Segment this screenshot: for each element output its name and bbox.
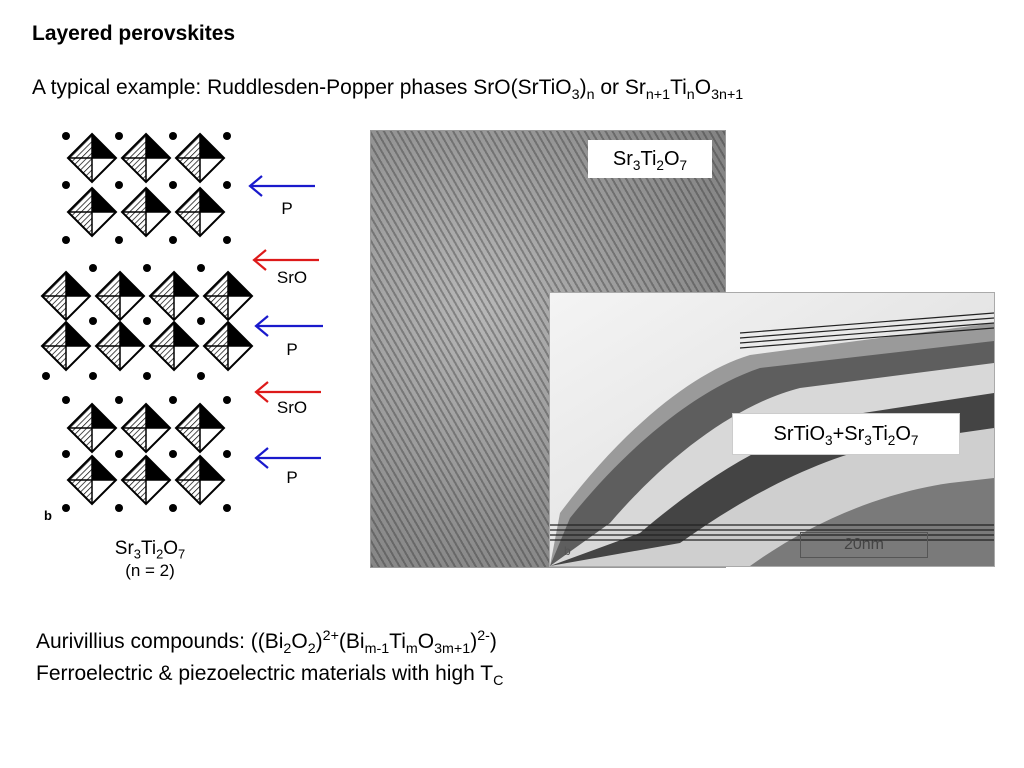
subtitle-sub: n+1: [645, 86, 671, 103]
text-part: ): [470, 630, 478, 653]
arrow-sro-2: [254, 381, 321, 403]
formula-part: O: [663, 148, 680, 170]
formula-part: Sr: [612, 148, 633, 170]
tem-panel-letter: b: [564, 544, 571, 558]
text-part: ): [489, 630, 497, 653]
formula-sub: 3: [864, 432, 872, 448]
scale-bar: 20nm: [800, 532, 928, 558]
subtitle-sub: n: [586, 86, 595, 103]
text-part: Ferroelectric & piezoelectric materials …: [36, 662, 494, 685]
text-sub: 3m+1: [434, 640, 471, 657]
perovskite-block-bottom: [62, 396, 231, 512]
subtitle-text: ): [579, 76, 587, 99]
formula-sub: 7: [679, 157, 688, 173]
aurivillius-line: Aurivillius compounds: ((Bi2O2)2+(Bim-1T…: [36, 628, 497, 657]
layer-label-p: P: [281, 199, 293, 218]
formula-part: O: [895, 423, 911, 445]
formula-part: Ti: [640, 148, 657, 170]
structure-caption: Sr3Ti2O7 (n = 2): [90, 538, 210, 582]
layer-label-p: P: [286, 340, 298, 359]
crystal-structure-figure: b: [41, 132, 253, 523]
text-sub: 2: [283, 640, 292, 657]
structure-formula: Sr3Ti2O7: [90, 538, 210, 560]
text-part: ): [315, 630, 323, 653]
subtitle-sub: 3: [571, 86, 580, 103]
layer-label-sro: SrO: [276, 268, 308, 287]
text-part: (Bi: [338, 630, 365, 653]
perovskite-block-top: [62, 132, 231, 244]
text-part: O: [291, 630, 308, 653]
text-sub: m-1: [364, 640, 390, 657]
text-sup: 2+: [322, 628, 339, 645]
arrow-p-2: [254, 315, 323, 337]
formula-sub: 2: [656, 157, 664, 173]
formula-part: Sr: [114, 538, 134, 559]
text-part: Ti: [389, 630, 406, 653]
slide-subtitle: A typical example: Ruddlesden-Popper pha…: [32, 76, 744, 103]
arrow-p-1: [248, 175, 315, 197]
arrow-p-3: [254, 447, 321, 469]
text-part: Aurivillius compounds: ((Bi: [36, 630, 284, 653]
structure-panel-letter: b: [44, 508, 52, 523]
formula-part: Ti: [140, 538, 157, 559]
structure-n-value: (n = 2): [125, 561, 175, 580]
text-sub: 2: [307, 640, 316, 657]
formula-part: SrTiO: [773, 423, 826, 445]
subtitle-text: O: [694, 76, 712, 99]
formula-part: O: [163, 538, 179, 559]
subtitle-text: A typical example: Ruddlesden-Popper pha…: [32, 76, 572, 99]
formula-sub: 3: [133, 546, 141, 562]
perovskite-block-middle: [41, 264, 253, 380]
subtitle-sub: 3n+1: [711, 86, 744, 103]
text-part: O: [417, 630, 435, 653]
text-sub: C: [493, 672, 504, 689]
layer-label-p: P: [286, 468, 298, 487]
ferroelectric-line: Ferroelectric & piezoelectric materials …: [36, 662, 504, 689]
subtitle-text: or Sr: [594, 76, 646, 99]
slide-title: Layered perovskites: [32, 22, 236, 45]
layer-arrows: [248, 175, 323, 469]
subtitle-sub: n: [686, 86, 695, 103]
formula-sub: 3: [632, 157, 641, 173]
text-sub: m: [405, 640, 418, 657]
subtitle-text: Ti: [670, 76, 687, 99]
formula-sub: 7: [178, 546, 186, 562]
layer-label-sro: SrO: [276, 398, 308, 417]
formula-sub: 3: [825, 432, 833, 448]
arrow-sro-1: [252, 249, 319, 271]
formula-part: +Sr: [832, 423, 865, 445]
formula-sub: 2: [887, 432, 896, 448]
text-sup: 2-: [477, 628, 490, 645]
formula-part: Ti: [871, 423, 888, 445]
tem-label-2: SrTiO3+Sr3Ti2O7: [732, 413, 960, 455]
tem-label-1: Sr3Ti2O7: [588, 140, 712, 178]
formula-sub: 2: [156, 546, 164, 562]
formula-sub: 7: [910, 432, 919, 448]
